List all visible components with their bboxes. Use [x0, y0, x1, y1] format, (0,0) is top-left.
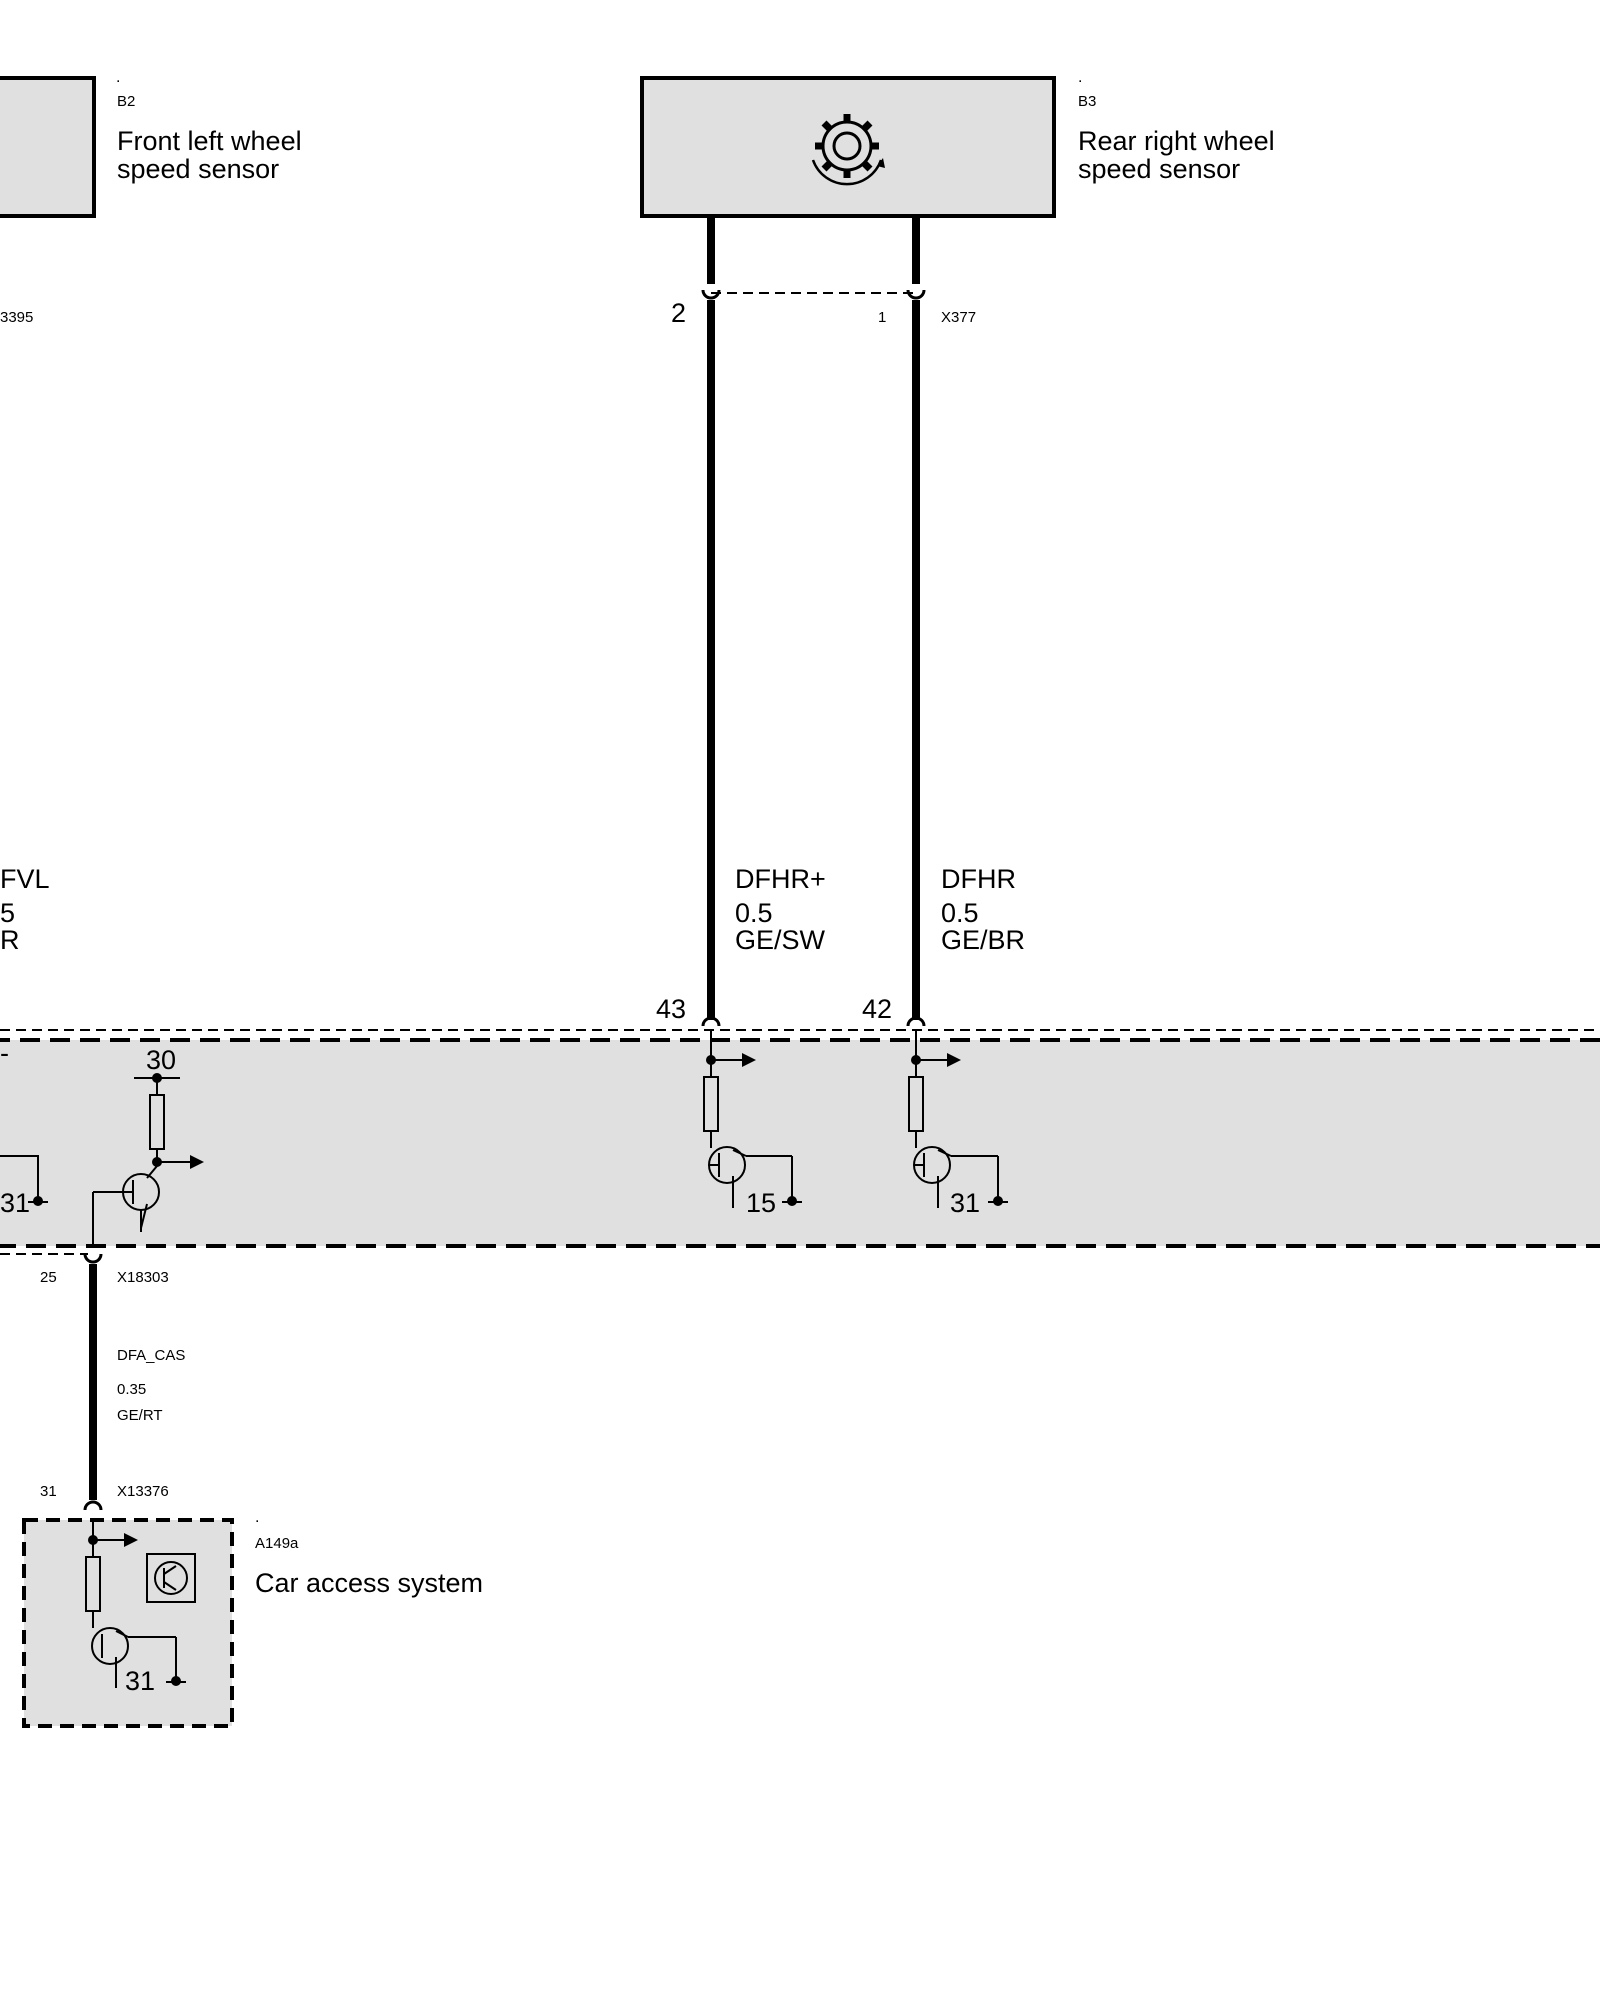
dfa-cas-gauge: 0.35 — [117, 1381, 147, 1398]
a149a-name: Car access system — [255, 1568, 484, 1598]
x18303-connector-label: X18303 — [117, 1269, 169, 1286]
a149a-component-box[interactable] — [22, 1518, 234, 1728]
dfvl-gauge: 5 — [0, 898, 16, 928]
dfhr-plus-color: GE/SW — [735, 925, 826, 955]
terminal-30-label: 30 — [146, 1045, 177, 1075]
dfvl-signal: FVL — [0, 864, 50, 894]
b2-name-line2: speed sensor — [117, 154, 280, 184]
wire-dfhr[interactable] — [906, 216, 926, 1027]
dfa-cas-color: GE/RT — [117, 1407, 163, 1424]
dfhr-signal: DFHR — [941, 864, 1016, 894]
b3-name-line1: Rear right wheel — [1078, 126, 1275, 156]
dfhr-gauge: 0.5 — [941, 898, 979, 928]
dfhr-color: GE/BR — [941, 925, 1026, 955]
b2-component-box[interactable] — [0, 76, 96, 218]
a149a-internal-circuit — [85, 1520, 186, 1688]
a149a-dot: . — [255, 1509, 260, 1526]
terminal-31-left-label: 31 — [0, 1188, 31, 1218]
dfhr-driver-circuit — [908, 1030, 1008, 1208]
b2-name-line1: Front left wheel — [117, 126, 302, 156]
x13395-label-fragment: 3395 — [0, 309, 34, 326]
wire-dfa-cas[interactable] — [83, 1253, 103, 1511]
dfhr-plus-gauge: 0.5 — [735, 898, 773, 928]
pin-43-label: 43 — [656, 994, 687, 1024]
x18303-pin25-label: 25 — [40, 1269, 57, 1286]
x377-pin2-label: 2 — [671, 298, 687, 328]
left-terminal-dash: - — [0, 1038, 9, 1068]
a149a-code: A149a — [255, 1535, 299, 1552]
pin-42-label: 42 — [862, 994, 893, 1024]
t30-driver-circuit — [92, 1073, 204, 1246]
b2-dot: . — [116, 69, 121, 86]
dfhr-plus-driver-circuit — [703, 1030, 802, 1208]
transistor-icon — [146, 1553, 196, 1603]
terminal-31-cas-label: 31 — [125, 1666, 156, 1696]
gear-icon — [811, 114, 885, 186]
b3-code: B3 — [1078, 93, 1097, 110]
terminal-15-label: 15 — [746, 1188, 777, 1218]
terminal-31-mid-label: 31 — [950, 1188, 981, 1218]
left-partial-circuit — [0, 1155, 48, 1206]
x13376-connector-label: X13376 — [117, 1483, 169, 1500]
b3-name-line2: speed sensor — [1078, 154, 1241, 184]
control-unit-box[interactable] — [0, 1038, 1600, 1248]
wire-dfhr-plus[interactable] — [701, 216, 721, 1027]
x377-pin1-label: 1 — [878, 309, 887, 326]
b3-component-box[interactable] — [640, 76, 1056, 218]
b3-dot: . — [1078, 69, 1083, 86]
dfhr-plus-signal: DFHR+ — [735, 864, 826, 894]
x377-connector-label: X377 — [941, 309, 977, 326]
b2-code: B2 — [117, 93, 136, 110]
dfa-cas-signal: DFA_CAS — [117, 1347, 186, 1364]
x13376-pin31-label: 31 — [40, 1483, 57, 1500]
dfvl-color: R — [0, 925, 20, 955]
